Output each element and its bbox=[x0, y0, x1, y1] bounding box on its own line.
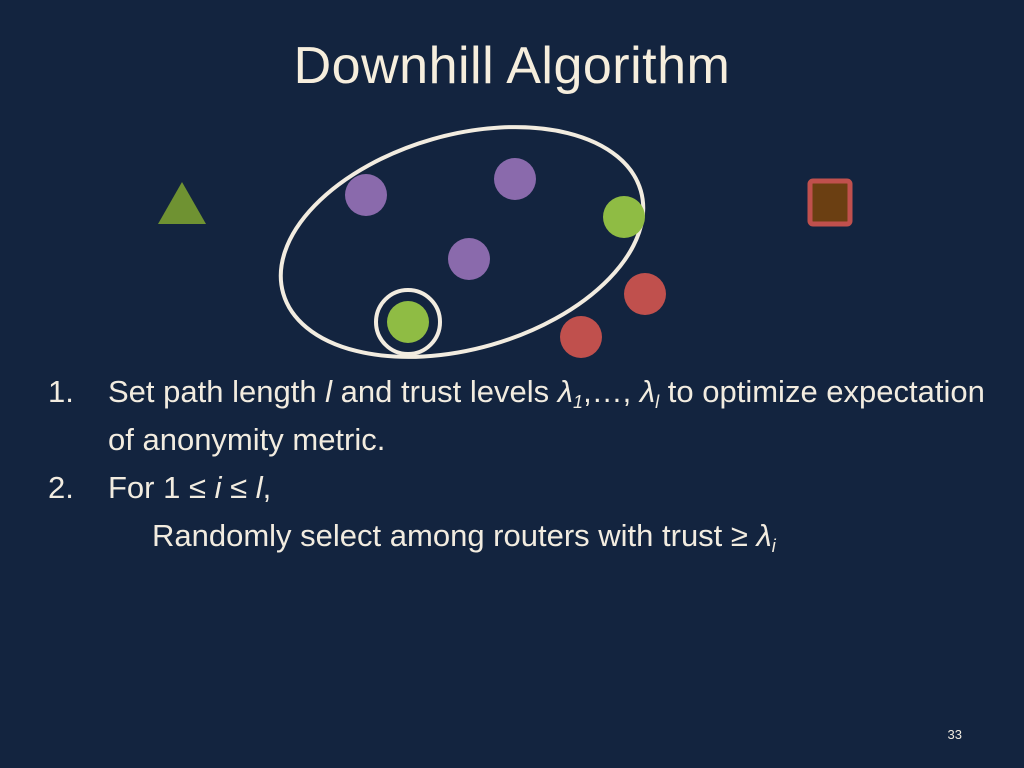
lambda-symbol: λ bbox=[639, 374, 656, 409]
subscript-l: l bbox=[655, 392, 660, 412]
router-node-red bbox=[560, 316, 602, 358]
step-2-substep: Randomly select among routers with trust… bbox=[48, 512, 988, 560]
step-2-text-c: , bbox=[262, 470, 272, 505]
step-1: 1. Set path length l and trust levels λ1… bbox=[48, 368, 988, 464]
var-i: i bbox=[214, 470, 222, 505]
step-2-text-a: For 1 ≤ bbox=[108, 470, 215, 505]
step-1-text-a: Set path length bbox=[108, 374, 326, 409]
lambda-symbol: λ bbox=[756, 518, 772, 553]
router-node-green bbox=[603, 196, 645, 238]
subscript-i: i bbox=[771, 536, 776, 556]
step-2: 2. For 1 ≤ i ≤ l, bbox=[48, 464, 988, 512]
subscript-1: 1 bbox=[573, 392, 584, 412]
step-1-text-d: to optimize expectation of anonymity met… bbox=[108, 374, 985, 457]
source-triangle bbox=[158, 182, 206, 224]
step-1-text-b: and trust levels bbox=[332, 374, 558, 409]
page-number: 33 bbox=[947, 727, 962, 742]
step-2-number: 2. bbox=[48, 470, 74, 505]
slide-title: Downhill Algorithm bbox=[293, 37, 731, 95]
trust-set-ellipse bbox=[278, 125, 646, 359]
selected-router-ring bbox=[374, 288, 442, 356]
var-l: l bbox=[255, 470, 263, 505]
step-2-text-b: ≤ bbox=[221, 470, 256, 505]
var-l: l bbox=[325, 374, 333, 409]
lambda-symbol: λ bbox=[557, 374, 574, 409]
router-node-purple bbox=[345, 174, 387, 216]
algorithm-steps: 1. Set path length l and trust levels λ1… bbox=[48, 368, 988, 560]
router-node-purple bbox=[494, 158, 536, 200]
step-1-number: 1. bbox=[48, 374, 74, 409]
substep-text: Randomly select among routers with trust… bbox=[152, 518, 757, 553]
router-node-purple bbox=[448, 238, 490, 280]
destination-square bbox=[807, 178, 853, 227]
router-node-green-selected bbox=[387, 301, 429, 343]
step-1-text-c: ,…, bbox=[583, 374, 640, 409]
router-node-red bbox=[624, 273, 666, 315]
